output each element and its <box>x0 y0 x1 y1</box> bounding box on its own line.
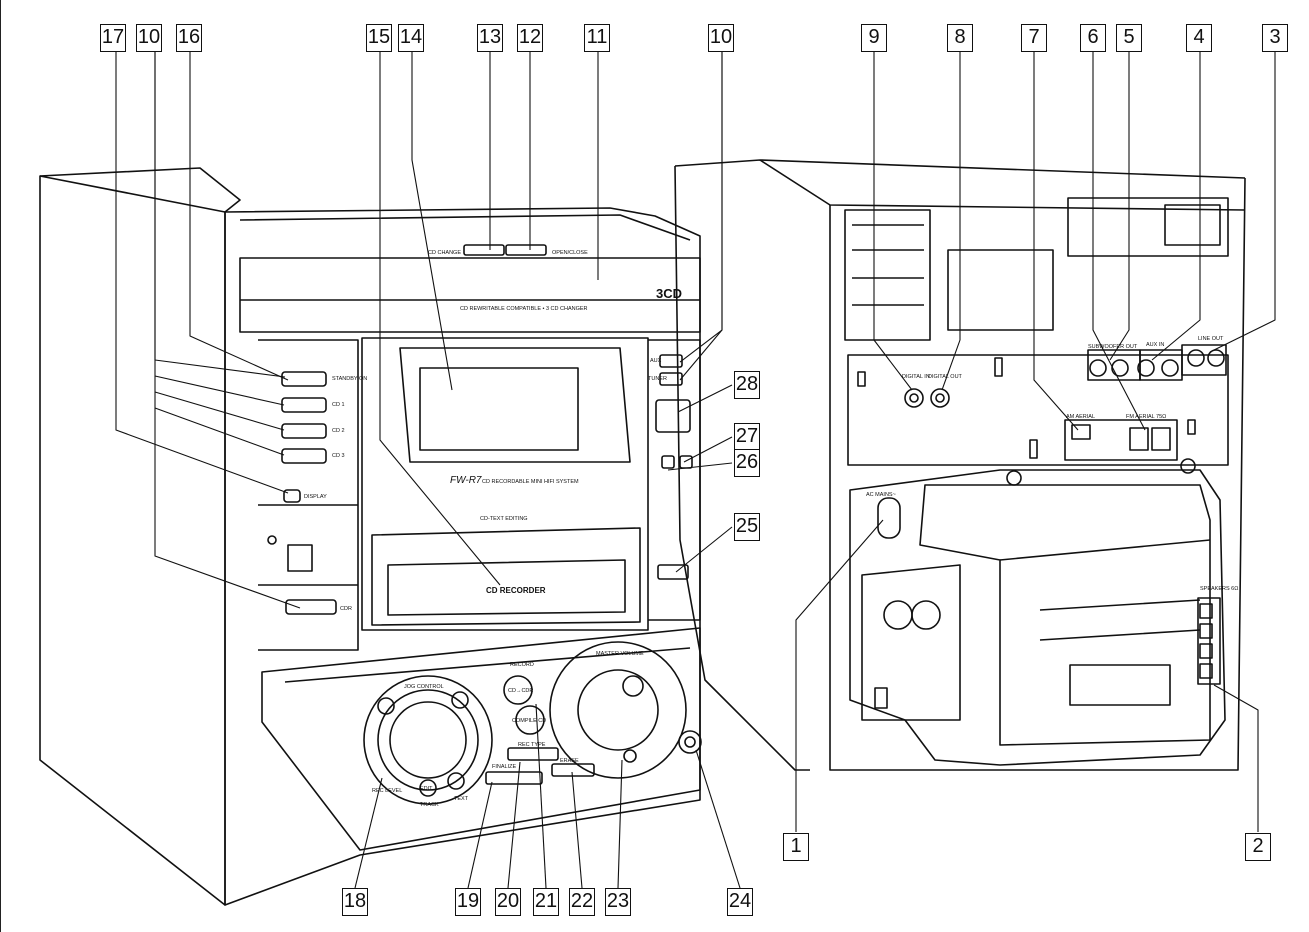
label-compile-cd: COMPILE CD <box>512 718 546 724</box>
callout-14: 14 <box>398 24 424 52</box>
label-speakers: SPEAKERS 6Ω <box>1200 586 1238 592</box>
label-cd-to-cdr: CD→CDR <box>508 688 533 694</box>
label-tuner: TUNER <box>648 376 667 382</box>
callout-18: 18 <box>342 888 368 916</box>
label-text: TEXT <box>454 796 469 802</box>
label-master-volume: MASTER VOLUME <box>596 651 644 657</box>
label-3cd: 3CD <box>656 286 682 301</box>
callout-8: 8 <box>947 24 973 52</box>
label-cdr: CDR <box>340 606 352 612</box>
label-subwoofer-out: SUBWOOFER OUT <box>1088 344 1138 350</box>
label-erase: ERASE <box>560 758 579 764</box>
label-digital-in: DIGITAL IN <box>902 374 930 380</box>
label-display: DISPLAY <box>304 494 327 500</box>
label-rec-type: REC TYPE <box>518 742 546 748</box>
page-margin-rule <box>0 0 9 932</box>
callout-9: 9 <box>861 24 887 52</box>
callout-16: 16 <box>176 24 202 52</box>
label-cd2: CD 2 <box>332 428 345 434</box>
callout-7: 7 <box>1021 24 1047 52</box>
label-digital-out: DIGITAL OUT <box>928 374 963 380</box>
label-cd1: CD 1 <box>332 402 345 408</box>
callout-27: 27 <box>734 423 760 451</box>
callout-5: 5 <box>1116 24 1142 52</box>
label-edit: EDIT <box>420 786 433 792</box>
label-jog-control: JOG CONTROL <box>404 684 444 690</box>
label-standby: STANDBY ON <box>332 376 367 382</box>
callout-15: 15 <box>366 24 392 52</box>
label-cd-change: CD CHANGE <box>428 250 461 256</box>
callout-1: 1 <box>783 833 809 861</box>
panel-labels: CD CHANGE OPEN/CLOSE CD REWRITABLE COMPA… <box>304 250 1238 808</box>
callout-13: 13 <box>477 24 503 52</box>
label-model: FW-R7 <box>450 475 482 486</box>
label-am-aerial: AM AERIAL <box>1066 414 1095 420</box>
label-finalize: FINALIZE <box>492 764 516 770</box>
label-changer-caption: CD REWRITABLE COMPATIBLE • 3 CD CHANGER <box>460 306 588 312</box>
callout-6: 6 <box>1080 24 1106 52</box>
rear-unit <box>674 159 1246 771</box>
label-fm-aerial: FM AERIAL 75Ω <box>1126 414 1166 420</box>
label-aux: AUX <box>650 358 662 364</box>
callout-12: 12 <box>517 24 543 52</box>
callout-25: 25 <box>734 513 760 541</box>
callout-22: 22 <box>569 888 595 916</box>
callout-21: 21 <box>533 888 559 916</box>
callout-3: 3 <box>1262 24 1288 52</box>
front-unit <box>39 167 702 906</box>
callout-24: 24 <box>727 888 753 916</box>
callout-11: 11 <box>584 24 610 52</box>
label-record: RECORD <box>510 662 534 668</box>
callout-20: 20 <box>495 888 521 916</box>
label-cd-recorder: CD RECORDER <box>486 586 546 595</box>
leader-lines <box>115 52 1276 889</box>
callout-17: 17 <box>100 24 126 52</box>
label-track: TRACK <box>420 802 439 808</box>
label-cd-text-editing: CD-TEXT EDITING <box>480 516 528 522</box>
callout-4: 4 <box>1186 24 1212 52</box>
callout-19: 19 <box>455 888 481 916</box>
callout-2: 2 <box>1245 833 1271 861</box>
label-model-caption: CD RECORDABLE MINI HIFI SYSTEM <box>482 479 579 485</box>
label-ac-mains: AC MAINS~ <box>866 492 896 498</box>
callout-10-right: 10 <box>708 24 734 52</box>
label-rec-level: REC LEVEL <box>372 788 402 794</box>
label-aux-in: AUX IN <box>1146 342 1164 348</box>
label-open-close: OPEN/CLOSE <box>552 250 588 256</box>
callout-28: 28 <box>734 371 760 399</box>
callout-10-left: 10 <box>136 24 162 52</box>
callout-26: 26 <box>734 449 760 477</box>
label-line-out: LINE OUT <box>1198 336 1224 342</box>
label-cd3: CD 3 <box>332 453 345 459</box>
callout-23: 23 <box>605 888 631 916</box>
